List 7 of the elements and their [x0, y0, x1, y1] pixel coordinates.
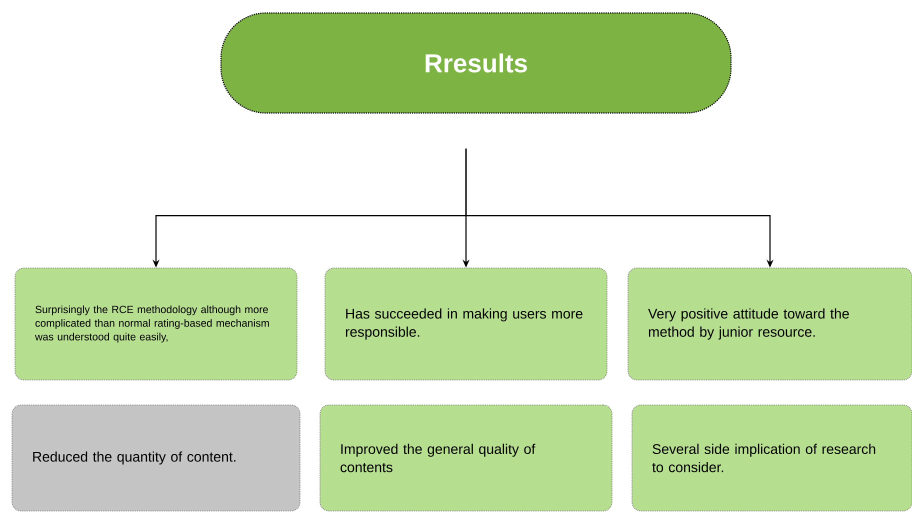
title-box: Rresults: [220, 12, 732, 114]
result-box: Several side implication of research to consider.: [632, 404, 912, 512]
result-box: Surprisingly the RCE methodology although more complicated than normal rating-based mechanism was understood quite easily,: [14, 268, 298, 380]
result-box: Has succeeded in making users more responsible.: [324, 268, 608, 380]
result-box: Improved the general quality of contents: [320, 404, 612, 512]
result-box: Reduced the quantity of content.: [12, 404, 300, 512]
result-box: Very positive attitude toward the method by junior resource.: [628, 268, 912, 380]
